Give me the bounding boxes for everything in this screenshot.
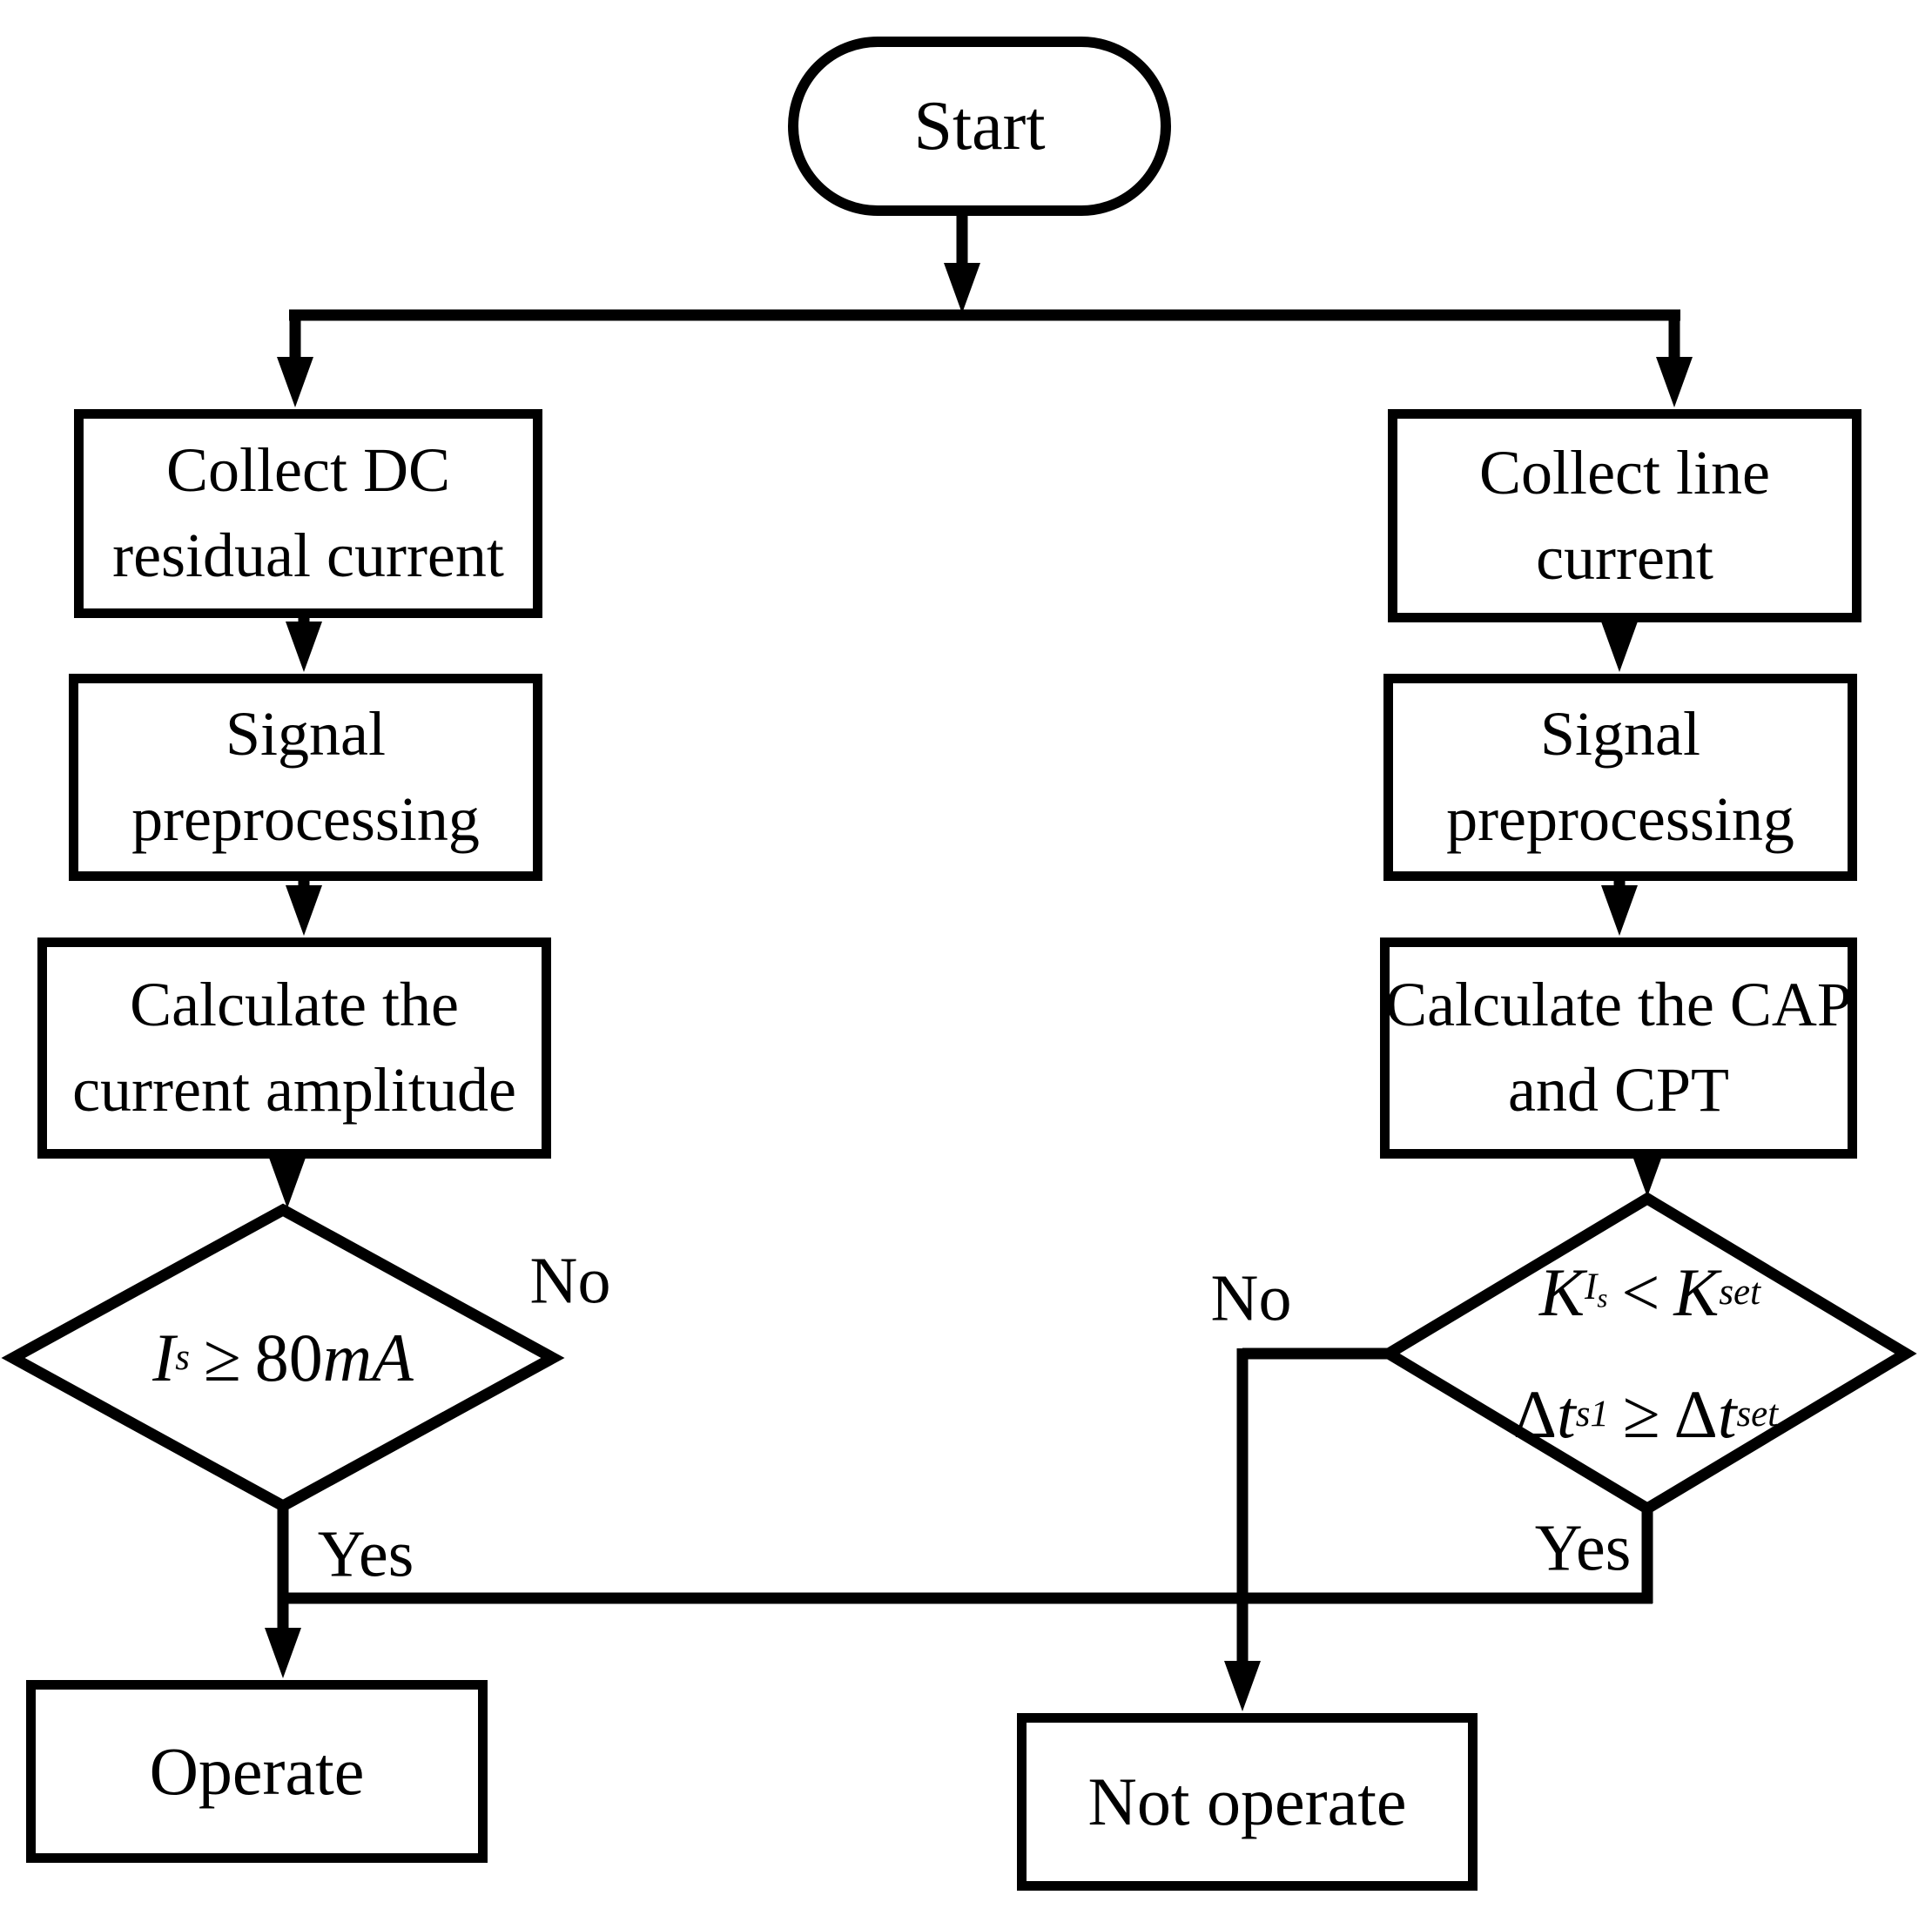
left-yes-label: Yes (317, 1517, 414, 1591)
collect-dc-line1: Collect DC (166, 435, 450, 506)
operate-node: Operate (26, 1680, 488, 1863)
arrowhead-start-branch (944, 263, 980, 313)
signal-preprocessing-right-node: Signal preprocessing (1383, 674, 1857, 881)
k-subscript-var: I (1585, 1266, 1598, 1307)
gte2-operator: ≥ (1622, 1376, 1660, 1452)
right-no-label: No (1210, 1261, 1292, 1335)
calc-amplitude-line2: current amplitude (72, 1055, 516, 1125)
gte-operator: ≥ (203, 1320, 241, 1395)
arrowhead-calc-decision-right (1629, 1146, 1666, 1197)
arrowhead-no-notoperate (1224, 1661, 1261, 1711)
signal-left-line2: preprocessing (131, 784, 480, 854)
calc-cap-line1: Calculate the CAP (1385, 970, 1852, 1040)
calc-amplitude-line1: Calculate the (130, 970, 459, 1040)
collect-dc-line2: residual current (112, 521, 504, 590)
signal-right-line2: preprocessing (1446, 784, 1794, 854)
k-subscript-sub: s (1597, 1282, 1608, 1314)
kset-symbol: K (1673, 1254, 1720, 1330)
delta1-symbol: Δ (1512, 1376, 1558, 1452)
collect-dc-node: Collect DC residual current (74, 409, 542, 618)
calc-cap-line2: and CPT (1507, 1055, 1729, 1125)
calc-cap-cpt-node: Calculate the CAP and CPT (1380, 937, 1857, 1159)
not-operate-label: Not operate (1087, 1763, 1407, 1839)
arrowhead-branch-left (277, 357, 313, 407)
right-yes-label: Yes (1534, 1511, 1632, 1585)
arrowhead-signal-calc-right (1601, 885, 1638, 936)
start-node: Start (788, 37, 1171, 216)
k-subscript: Is (1585, 1268, 1607, 1311)
arrowhead-collectdc-signal (286, 622, 322, 672)
collect-line-line1: Collect line (1479, 437, 1770, 507)
collect-line-line2: current (1536, 522, 1713, 593)
arrowhead-calc-decision-left (269, 1158, 306, 1208)
arrowhead-branch-right (1656, 357, 1693, 407)
left-no-label: No (529, 1244, 611, 1318)
arrowhead-collectline-signal (1601, 622, 1638, 672)
signal-left-line1: Signal (225, 699, 386, 769)
k-symbol: K (1538, 1254, 1585, 1330)
threshold-unit: mA (322, 1320, 414, 1395)
threshold-value: 80 (254, 1320, 323, 1395)
signal-right-line1: Signal (1539, 699, 1700, 769)
calc-amplitude-node: Calculate the current amplitude (37, 937, 551, 1159)
not-operate-node: Not operate (1017, 1713, 1478, 1891)
operate-label: Operate (149, 1732, 365, 1809)
arrowhead-yes-operate (265, 1628, 301, 1678)
arrowhead-signal-calc-left (286, 885, 322, 936)
delta2-symbol: Δ (1673, 1376, 1718, 1452)
t1-symbol: t (1557, 1376, 1576, 1452)
decision-diamond-left (1, 1203, 565, 1513)
current-symbol: I (152, 1320, 176, 1395)
signal-preprocessing-left-node: Signal preprocessing (69, 674, 542, 881)
start-label: Start (913, 87, 1046, 165)
collect-line-node: Collect line current (1388, 409, 1861, 622)
decision-diamond-right (1377, 1192, 1917, 1515)
lt-operator: < (1621, 1254, 1660, 1330)
t2-symbol: t (1717, 1376, 1737, 1452)
